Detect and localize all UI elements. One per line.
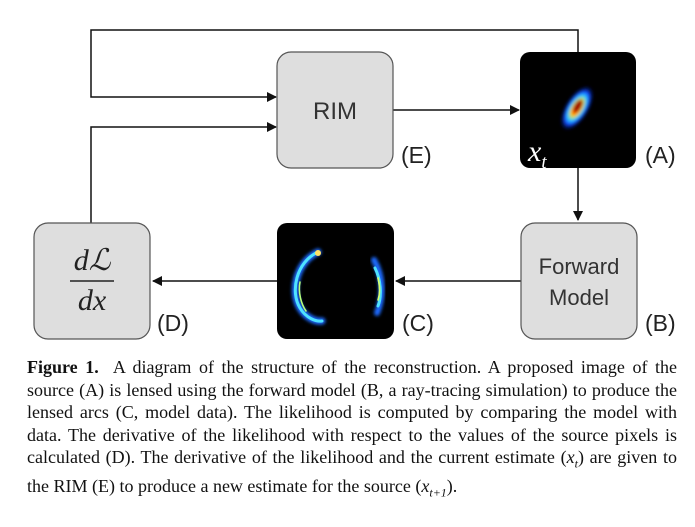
connection-arrows (90, 29, 583, 286)
source-tag: (A) (645, 142, 676, 168)
arc-left (291, 248, 326, 325)
arc-right (371, 257, 385, 316)
caption-text-2: ) are given to the RIM (E) to produce a … (27, 447, 677, 497)
rim-box (276, 51, 394, 169)
caption-xt: xt (566, 447, 578, 471)
arrow-derivative-to-rim (90, 122, 277, 223)
arrow-source-to-rim (90, 29, 579, 102)
figure-caption: Figure 1. A diagram of the structure of … (27, 356, 677, 504)
forward-model-node: Forward Model (B) (520, 222, 676, 340)
derivative-denominator: dx (78, 284, 107, 317)
xt-symbol: xt (527, 135, 547, 173)
rim-label: RIM (313, 98, 357, 125)
derivative-numerator: dℒ (74, 244, 112, 277)
lensed-arcs-node: (C) (277, 223, 434, 339)
forward-model-box (520, 222, 638, 340)
caption-text-3: ). (446, 476, 458, 497)
caption-text-1: A diagram of the structure of the recons… (27, 357, 677, 467)
source-blob (559, 85, 595, 131)
rim-node: RIM (E) (276, 51, 432, 169)
caption-xt1: xt+1 (421, 476, 447, 500)
derivative-node: dℒ dx (D) (33, 222, 189, 340)
lensed-arcs-tag: (C) (402, 310, 434, 336)
reconstruction-diagram: RIM (E) xt (A) Forward Model (B) ( (33, 29, 676, 340)
figure-label: Figure 1. (27, 357, 99, 377)
forward-model-label-2: Model (549, 285, 609, 310)
forward-model-tag: (B) (645, 310, 676, 336)
rim-tag: (E) (401, 142, 432, 168)
source-image-node: xt (A) (520, 52, 676, 173)
forward-model-label-1: Forward (539, 254, 620, 279)
derivative-tag: (D) (157, 310, 189, 336)
